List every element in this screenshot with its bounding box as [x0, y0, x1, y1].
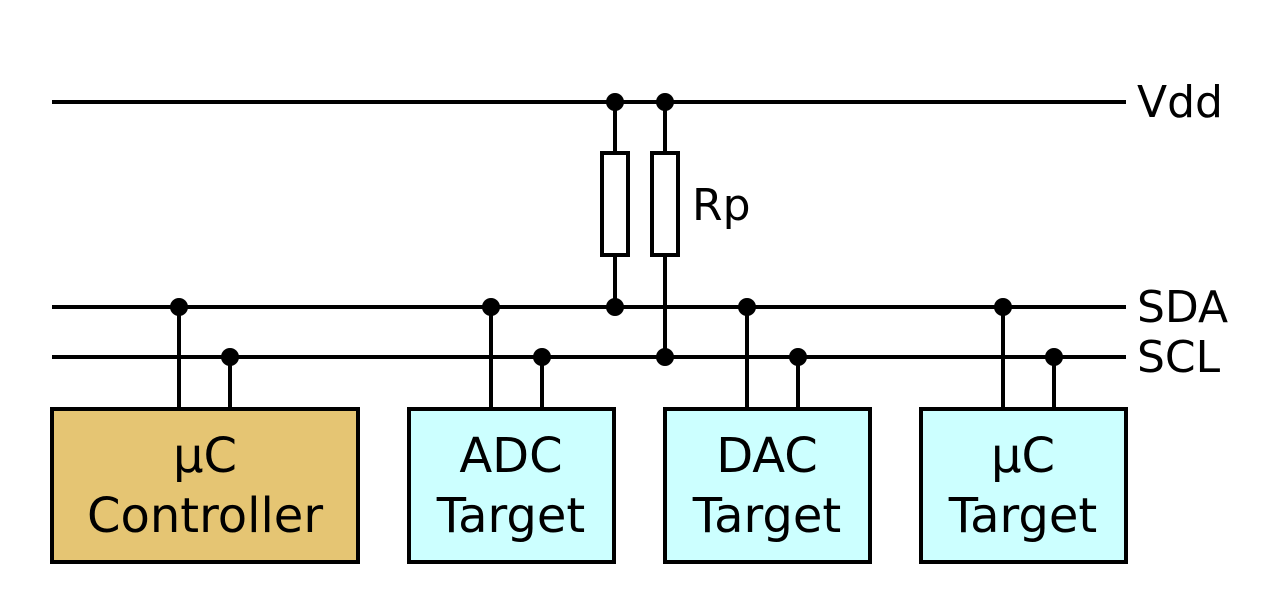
pullup-resistor-sda — [600, 151, 630, 257]
controller-box — [50, 407, 360, 564]
junction-adc-sda — [482, 298, 500, 316]
junction-controller-scl — [221, 348, 239, 366]
junction-sda-pullup — [606, 298, 624, 316]
uc-target-box — [919, 407, 1128, 564]
junction-controller-sda — [170, 298, 188, 316]
junction-vdd-sda-pullup — [606, 93, 624, 111]
pullup-resistor-scl — [650, 151, 680, 257]
controller-line1: µC — [173, 428, 237, 484]
adc-target-box — [407, 407, 616, 564]
uc-target-line2: Target — [948, 488, 1098, 544]
uc-target-line1: µC — [991, 428, 1055, 484]
junction-scl-pullup — [656, 348, 674, 366]
junction-dac-sda — [738, 298, 756, 316]
sda-label: SDA — [1137, 282, 1228, 333]
dac-target-box — [663, 407, 872, 564]
junction-uc-target-sda — [994, 298, 1012, 316]
resistor-label: Rp — [692, 180, 751, 231]
scl-label: SCL — [1137, 332, 1221, 383]
junction-adc-scl — [533, 348, 551, 366]
vdd-label: Vdd — [1137, 77, 1223, 128]
adc-target-line1: ADC — [459, 428, 562, 484]
dac-target-line2: Target — [692, 488, 842, 544]
junction-vdd-scl-pullup — [656, 93, 674, 111]
dac-target-line1: DAC — [716, 428, 818, 484]
junction-uc-target-scl — [1045, 348, 1063, 366]
junction-dac-scl — [789, 348, 807, 366]
controller-line2: Controller — [87, 488, 323, 544]
adc-target-line2: Target — [436, 488, 586, 544]
